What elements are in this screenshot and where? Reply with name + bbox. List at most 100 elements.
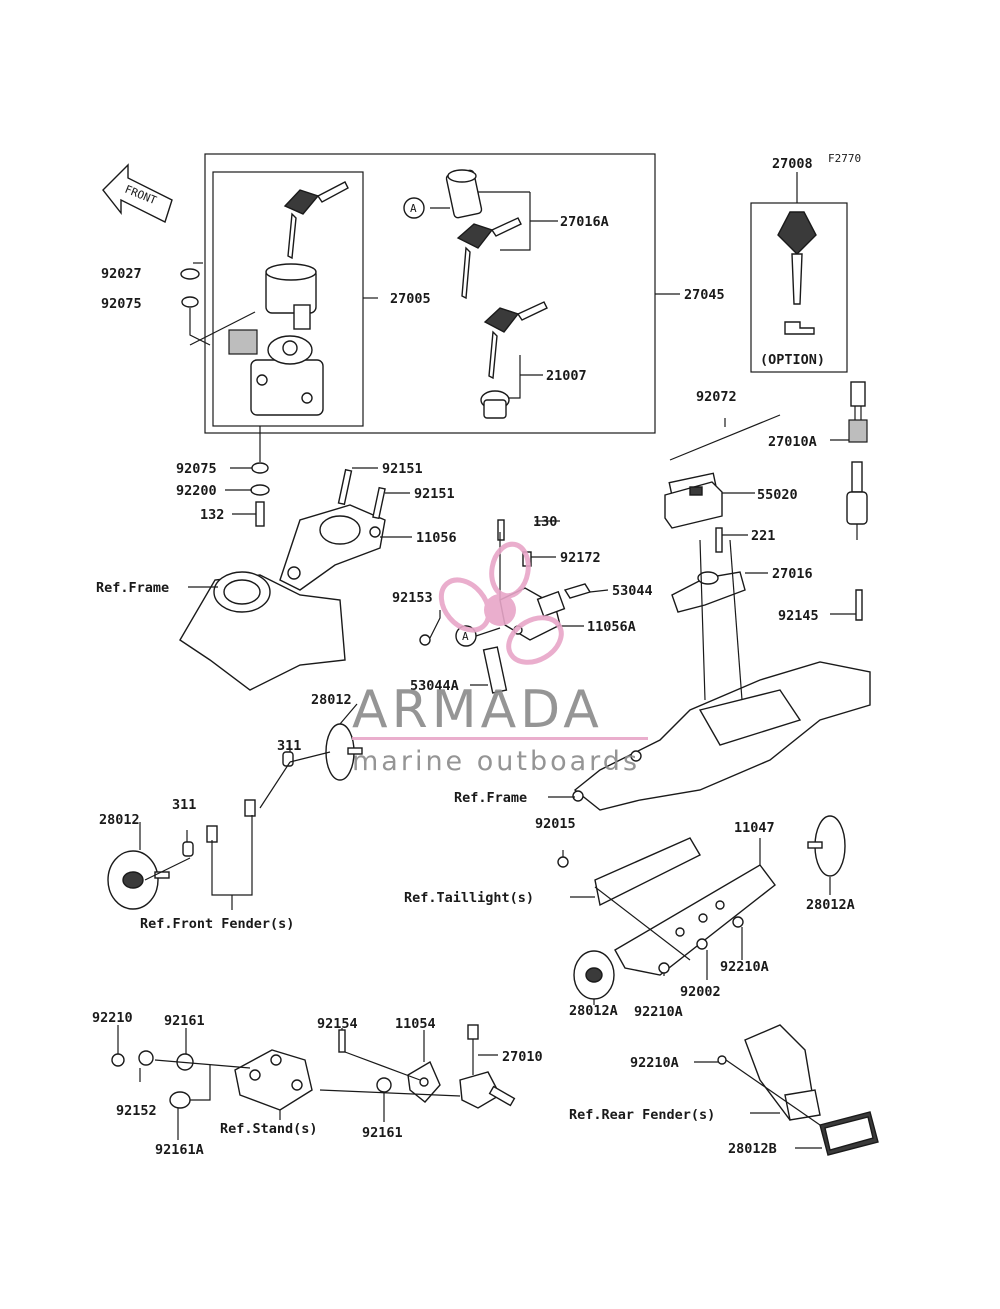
label-11047: 11047 [734,820,775,836]
washer-92161-b-icon [376,1077,392,1093]
label-ref-frame-left: Ref.Frame [96,580,169,596]
front-arrow-icon: FRONT [102,163,173,223]
label-92200: 92200 [176,483,217,499]
label-ref-rear-fender: Ref.Rear Fender(s) [569,1107,715,1123]
label-92210: 92210 [92,1010,133,1026]
label-92072: 92072 [696,389,737,405]
diagram-code: F2770 [828,152,861,165]
stud-b-icon [206,825,218,843]
bolt-92151-a-icon [337,468,353,506]
key-cylinder-icon [265,263,317,330]
label-27016A: 27016A [560,214,609,230]
label-92075-top: 92075 [101,296,142,312]
watermark-divider [352,737,648,740]
ignition-switch-body-icon [228,329,324,416]
switch-27010A-icon [846,381,868,540]
washer-92075-top-icon [181,296,199,308]
nut-92153-icon [419,634,431,646]
label-311-b: 311 [172,797,196,813]
frame-right-icon [572,661,871,811]
reflector-28012A-bottom-icon [573,950,615,1000]
washer-92200-icon [250,484,270,496]
bolt-92002-icon [696,938,708,950]
label-27010: 27010 [502,1049,543,1065]
reflector-28012B-icon [819,1111,879,1156]
label-option: (OPTION) [760,352,825,368]
option-key-icon [777,211,817,335]
label-27045: 27045 [684,287,725,303]
nut-92015-icon [557,856,569,868]
rear-fender-icon [744,1024,821,1121]
label-27016: 27016 [772,566,813,582]
reflector-28012A-right-icon [807,815,846,877]
nut-92210A-a-icon [732,916,744,928]
nut-311-a-icon [282,751,294,767]
label-ref-front-fender: Ref.Front Fender(s) [140,916,294,932]
label-92002: 92002 [680,984,721,1000]
washer-92075-bot-icon [251,462,269,474]
cover-55020-icon [664,481,723,529]
key-cap-icon [480,390,510,419]
frame-left-icon [179,571,346,691]
stud-a-icon [244,799,256,817]
label-92151-a: 92151 [382,461,423,477]
nut-311-b-icon [182,841,194,857]
bolt-92154-icon [338,1029,346,1053]
nut-92210A-b-icon [658,962,670,974]
label-221: 221 [751,528,775,544]
cap-92161A-icon [169,1091,191,1109]
seat-lock-key-icon [456,217,522,300]
label-132: 132 [200,507,224,523]
label-92015: 92015 [535,816,576,832]
bolt-132-icon [255,501,265,527]
label-53044: 53044 [612,583,653,599]
label-21007: 21007 [546,368,587,384]
label-92161-b: 92161 [362,1125,403,1141]
label-92154: 92154 [317,1016,358,1032]
ignition-key-icon [283,181,349,260]
label-92075-bot: 92075 [176,461,217,477]
reflector-28012-b-icon [107,850,170,910]
watermark: ARMADA marine outboards [352,541,648,777]
washer-92152-icon [138,1050,154,1066]
label-11054: 11054 [395,1016,436,1032]
svg-text:A: A [462,630,469,643]
bracket-11056-icon [279,504,386,591]
spare-key-icon [483,301,548,380]
label-11056A: 11056A [587,619,636,635]
stand-lever-11054-icon [407,1060,441,1103]
label-ref-frame-right: Ref.Frame [454,790,527,806]
bracket-27016-icon [671,571,746,613]
screw-130-icon [497,519,505,541]
label-92027: 92027 [101,266,142,282]
bolt-221-icon [715,527,723,553]
seat-lock-cylinder-icon [445,169,483,219]
clamp-92145-icon [855,589,863,621]
label-28012A-right: 28012A [806,897,855,913]
damper-53044A-icon [482,646,508,694]
label-92172: 92172 [560,550,601,566]
label-ref-taillight: Ref.Taillight(s) [404,890,534,906]
svg-text:A: A [410,202,417,215]
label-27005: 27005 [390,291,431,307]
stand-bracket-icon [234,1049,313,1111]
label-92210A-c: 92210A [630,1055,679,1071]
label-92161A: 92161A [155,1142,204,1158]
label-ref-stand: Ref.Stand(s) [220,1121,318,1137]
label-92152: 92152 [116,1103,157,1119]
nut-92210-icon [111,1053,125,1067]
label-53044A: 53044A [410,678,459,694]
label-55020: 55020 [757,487,798,503]
side-stand-switch-27010-icon [459,1024,516,1109]
label-92210A-a: 92210A [720,959,769,975]
label-130: 130 [533,514,557,530]
label-92145: 92145 [778,608,819,624]
label-311-a: 311 [277,738,301,754]
label-27010A: 27010A [768,434,817,450]
label-11056: 11056 [416,530,457,546]
option-box [750,202,848,373]
label-28012-b: 28012 [99,812,140,828]
watermark-brand: ARMADA [352,680,603,740]
